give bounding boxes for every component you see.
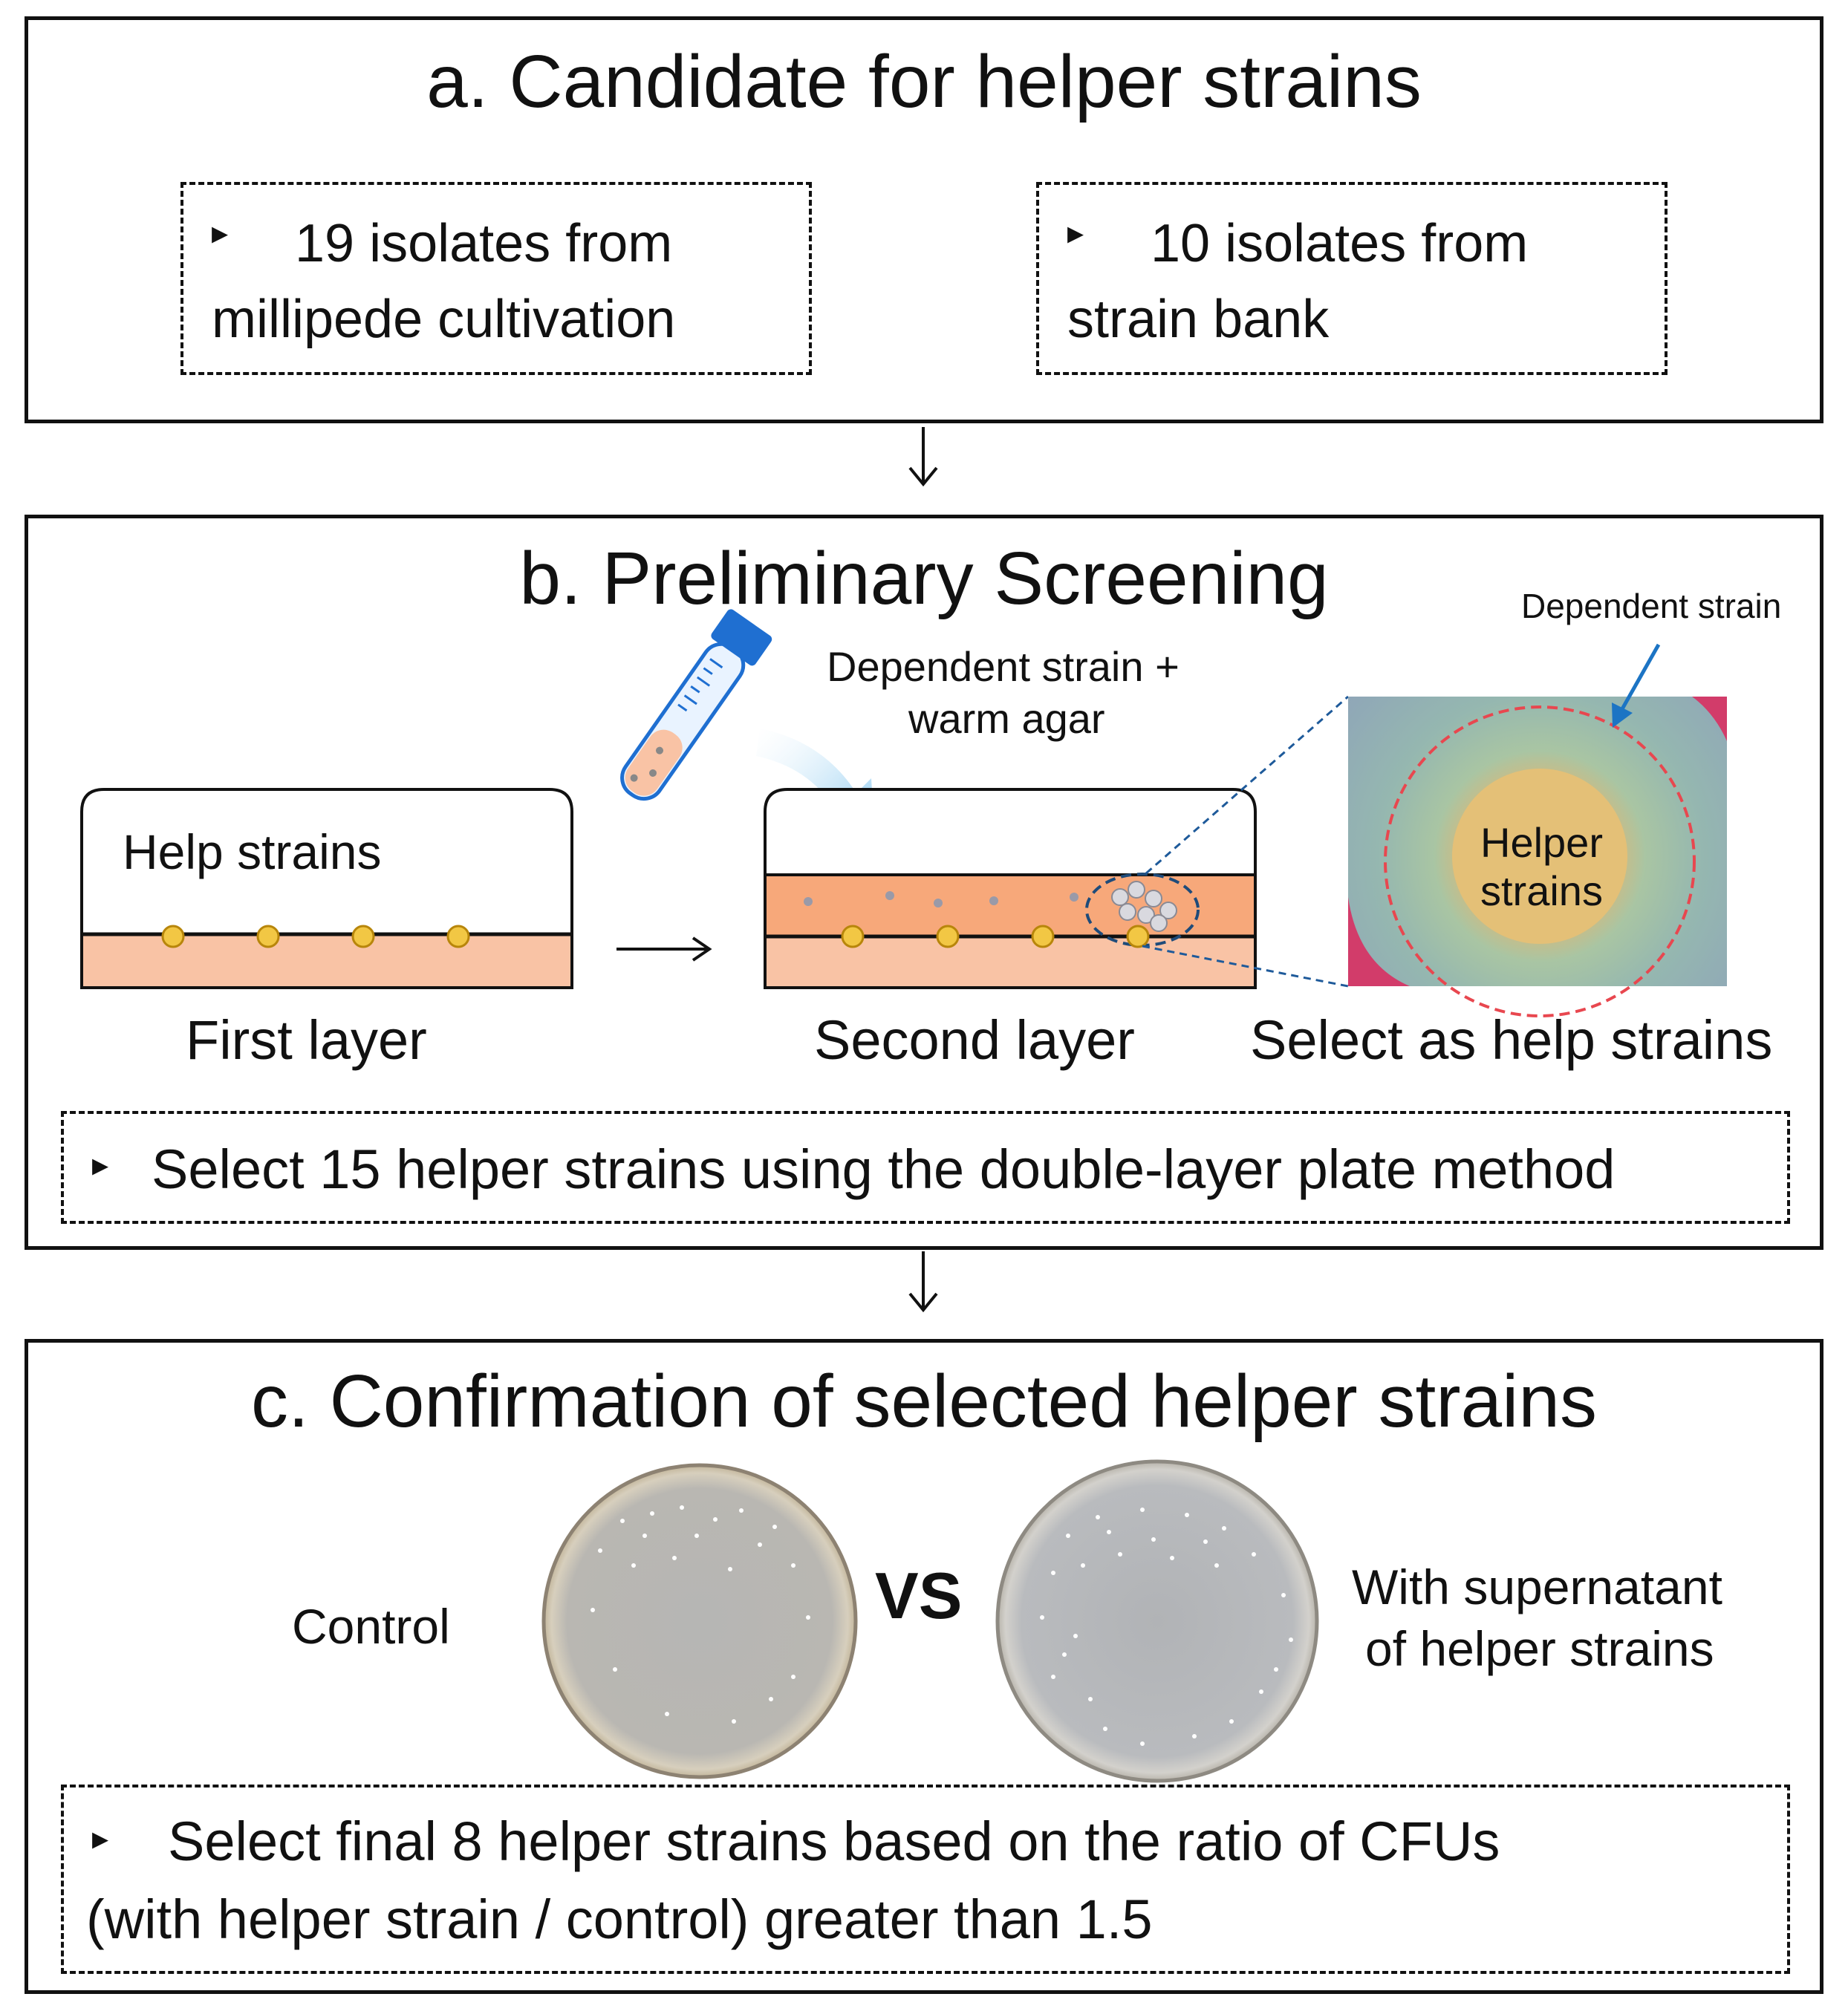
- dependent-strain-dots: [804, 891, 1078, 907]
- with-supernatant-line1: With supernatant: [1352, 1560, 1722, 1614]
- photo-center-line2: strains: [1480, 867, 1603, 914]
- bullet-icon: ▸: [92, 1820, 109, 1857]
- panel-c-summary-line2: (with helper strain / control) greater t…: [86, 1888, 1153, 1950]
- vs-label: VS: [875, 1559, 963, 1632]
- panel-b-summary-box: ▸ Select 15 helper strains using the dou…: [61, 1111, 1790, 1224]
- box-strain-bank-line2: strain bank: [1067, 290, 1330, 349]
- arrow-right-icon: [616, 936, 712, 962]
- box-millipede-line1: 19 isolates from: [295, 214, 673, 273]
- tube-label-line1: Dependent strain +: [827, 643, 1180, 690]
- test-tube-icon: [620, 609, 772, 801]
- panel-c: c. Confirmation of selected helper strai…: [25, 1339, 1823, 1994]
- zoom-lines: [1142, 695, 1349, 988]
- bullet-icon: ▸: [212, 215, 229, 251]
- panel-c-graphics: [541, 1459, 1319, 1783]
- box-millipede-line2: millipede cultivation: [212, 290, 676, 349]
- first-layer-label: First layer: [186, 1009, 427, 1071]
- helper-colony: [1031, 925, 1055, 948]
- panel-b: b. Preliminary Screening: [25, 515, 1823, 1250]
- panel-b-summary: Select 15 helper strains using the doubl…: [152, 1138, 1616, 1200]
- photo-center-line1: Helper: [1480, 819, 1603, 866]
- control-label: Control: [292, 1599, 450, 1654]
- panel-c-summary-line1: Select final 8 helper strains based on t…: [168, 1811, 1500, 1872]
- panel-a-box-millipede: ▸ 19 isolates from millipede cultivation: [180, 182, 812, 375]
- dish-photo: [1348, 697, 1727, 1017]
- panel-a-title: a. Candidate for helper strains: [426, 40, 1422, 123]
- panel-b-title: b. Preliminary Screening: [519, 537, 1329, 620]
- helper-colony: [161, 925, 185, 948]
- dependent-strain-ring: [1384, 705, 1696, 1017]
- helper-colony: [936, 925, 960, 948]
- helper-colony: [1126, 925, 1150, 948]
- photo-pointer-label: Dependent strain: [1521, 587, 1782, 625]
- arrow-b-to-c-head: [908, 1292, 938, 1313]
- panel-b-graphics: [80, 609, 1727, 1017]
- tube-label-line2: warm agar: [908, 695, 1105, 742]
- panel-a-box-strain-bank: ▸ 10 isolates from strain bank: [1036, 182, 1668, 375]
- select-label: Select as help strains: [1250, 1009, 1773, 1071]
- arrow-a-to-b-head: [908, 466, 938, 487]
- panel-c-title: c. Confirmation of selected helper strai…: [251, 1360, 1597, 1443]
- supernatant-plate-photo: [995, 1459, 1319, 1783]
- panel-a: a. Candidate for helper strains ▸ 19 iso…: [25, 16, 1823, 423]
- pointer-arrow-icon: [1612, 643, 1661, 728]
- panel-c-summary-box: ▸ Select final 8 helper strains based on…: [61, 1785, 1790, 1974]
- second-layer-plate: [764, 788, 1257, 989]
- helper-colony: [446, 925, 470, 948]
- second-layer-label: Second layer: [814, 1009, 1135, 1071]
- helper-colony: [841, 925, 865, 948]
- plate1-label: Help strains: [123, 824, 382, 879]
- first-layer-plate: [80, 788, 573, 989]
- helper-colony: [256, 925, 280, 948]
- helper-colony: [351, 925, 375, 948]
- box-strain-bank-line1: 10 isolates from: [1151, 214, 1529, 273]
- control-plate-photo: [541, 1463, 858, 1779]
- bullet-icon: ▸: [1067, 215, 1084, 251]
- bullet-icon: ▸: [92, 1147, 109, 1183]
- with-supernatant-line2: of helper strains: [1365, 1621, 1714, 1676]
